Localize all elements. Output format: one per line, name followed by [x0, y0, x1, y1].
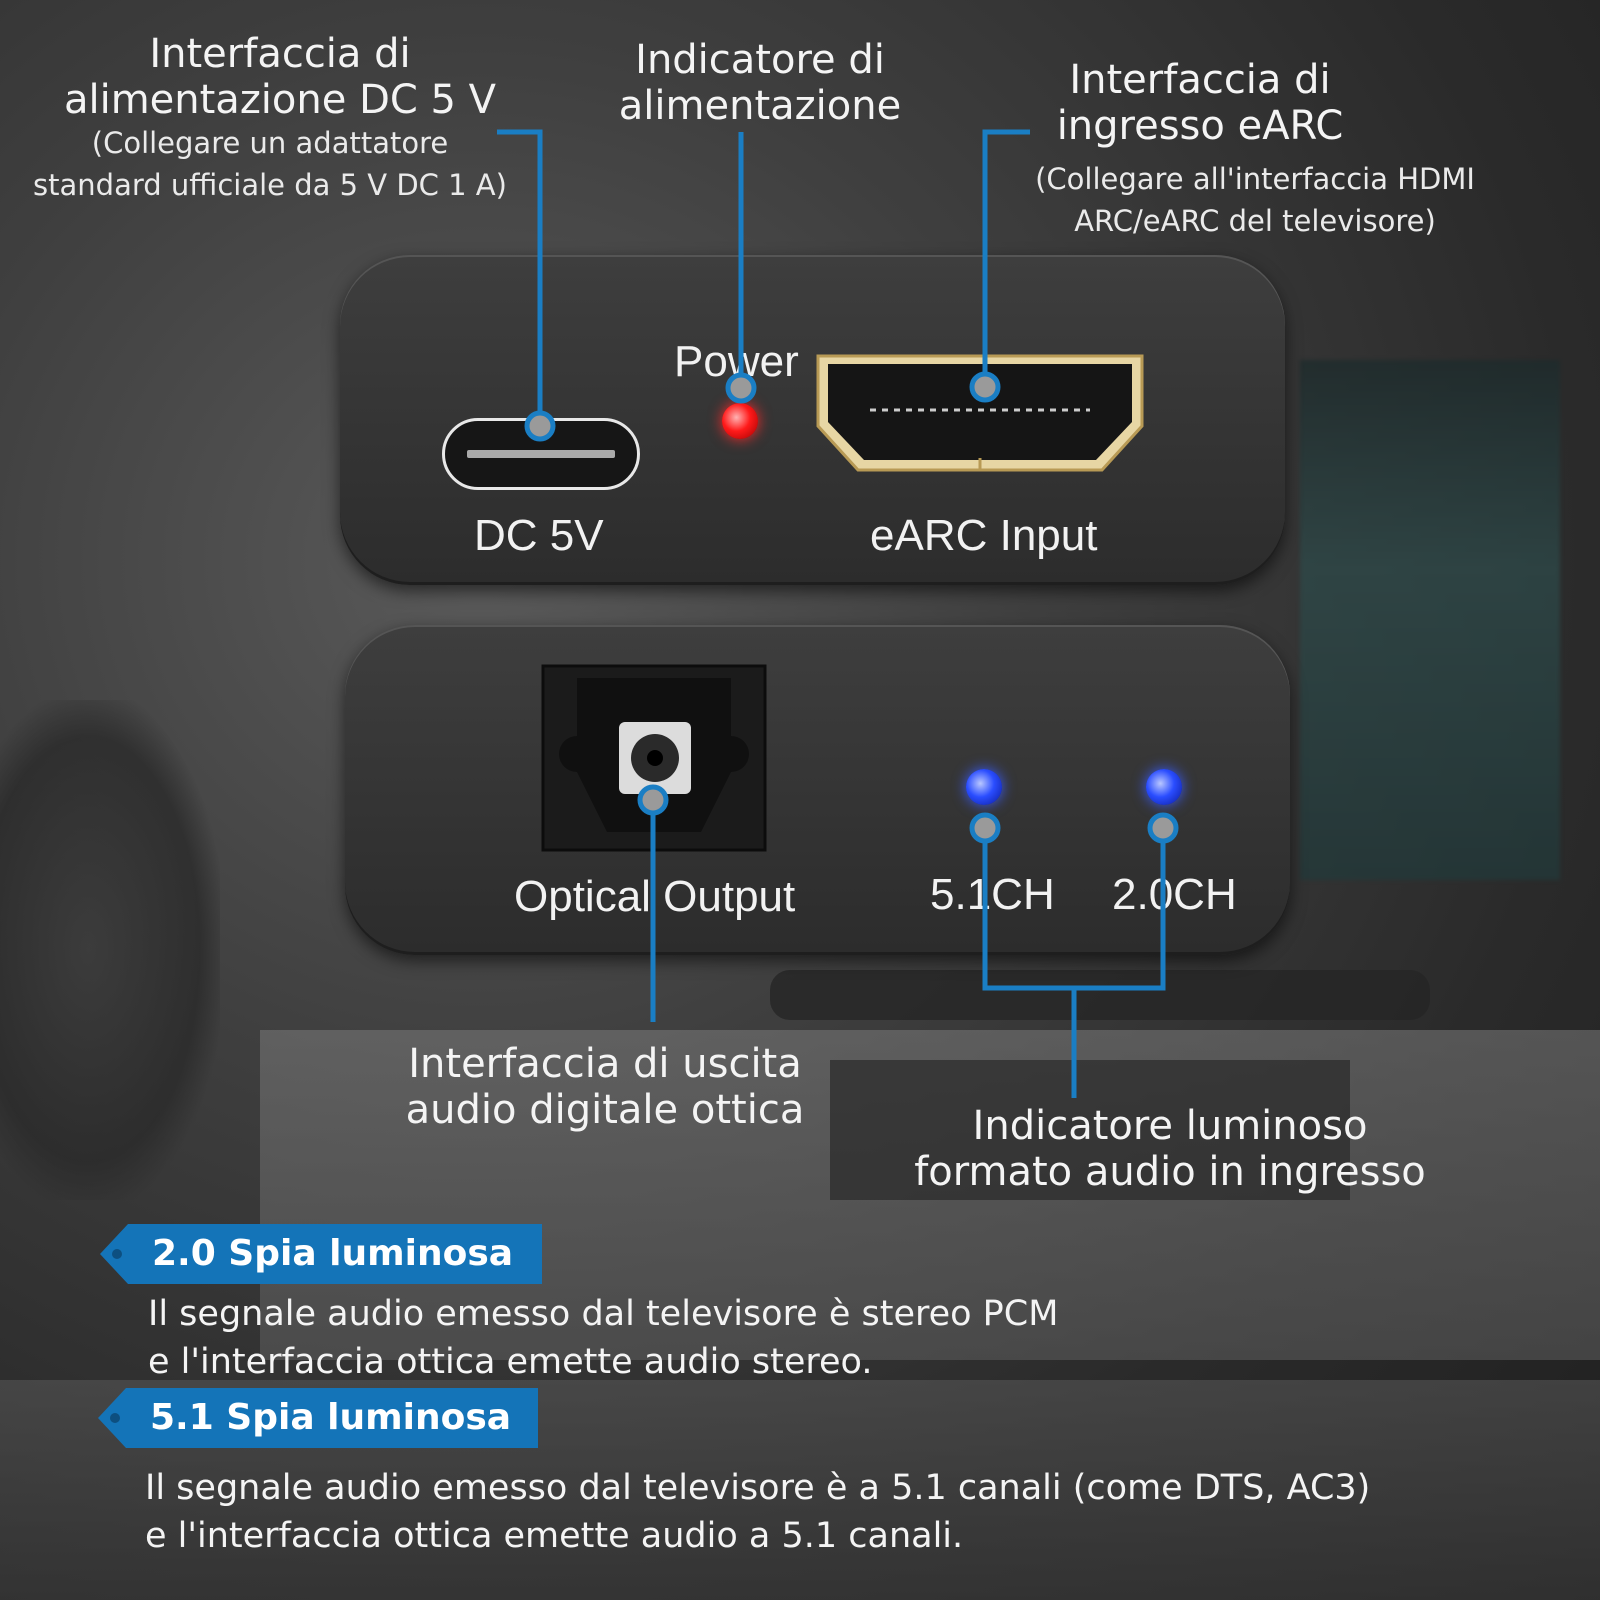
callout-optical-title-2: audio digitale ottica: [405, 1087, 805, 1133]
callout-earc-title-2: ingresso eARC: [1056, 103, 1344, 149]
ch20-label: 2.0CH: [1112, 870, 1237, 919]
hdmi-port-icon: [816, 354, 1144, 472]
callout-earc-sub-2: ARC/eARC del televisore): [1074, 204, 1436, 238]
desc-5-1-line-1: Il segnale audio emesso dal televisore è…: [145, 1468, 1371, 1508]
desc-2-0-line-2: e l'interfaccia ottica emette audio ster…: [148, 1342, 873, 1382]
callout-dc-sub-2: standard ufficiale da 5 V DC 1 A): [33, 168, 507, 202]
callout-format-title-1: Indicatore luminoso: [972, 1103, 1368, 1149]
dc-5v-label: DC 5V: [474, 511, 604, 560]
background-cabinet-opening: [830, 1060, 1350, 1200]
badge-2-0-spia: 2.0 Spia luminosa: [100, 1224, 542, 1284]
background-tv: [1300, 360, 1560, 880]
callout-power-title-1: Indicatore di: [635, 37, 885, 83]
callout-earc-sub-1: (Collegare all'interfaccia HDMI: [1035, 162, 1475, 196]
led-2-0ch-icon: [1146, 769, 1182, 805]
led-5-1ch-icon: [966, 769, 1002, 805]
power-led-icon: [722, 403, 758, 439]
desc-2-0-line-1: Il segnale audio emesso dal televisore è…: [148, 1294, 1059, 1334]
callout-power-title-2: alimentazione: [618, 83, 902, 129]
ch51-label: 5.1CH: [930, 870, 1055, 919]
callout-dc-title-1: Interfaccia di: [149, 31, 411, 77]
callout-dc-title-2: alimentazione DC 5 V: [63, 77, 497, 123]
background-soundbar: [770, 970, 1430, 1020]
callout-earc-title-1: Interfaccia di: [1069, 57, 1331, 103]
desc-5-1-line-2: e l'interfaccia ottica emette audio a 5.…: [145, 1516, 964, 1556]
callout-dc-sub-1: (Collegare un adattatore: [91, 126, 449, 160]
device-back-panel: [345, 625, 1290, 955]
earc-input-label: eARC Input: [870, 511, 1098, 560]
background-plant: [0, 700, 220, 1200]
callout-optical-title-1: Interfaccia di uscita: [408, 1041, 802, 1087]
callout-format-title-2: formato audio in ingresso: [914, 1149, 1426, 1195]
badge-5-1-spia: 5.1 Spia luminosa: [98, 1388, 538, 1448]
